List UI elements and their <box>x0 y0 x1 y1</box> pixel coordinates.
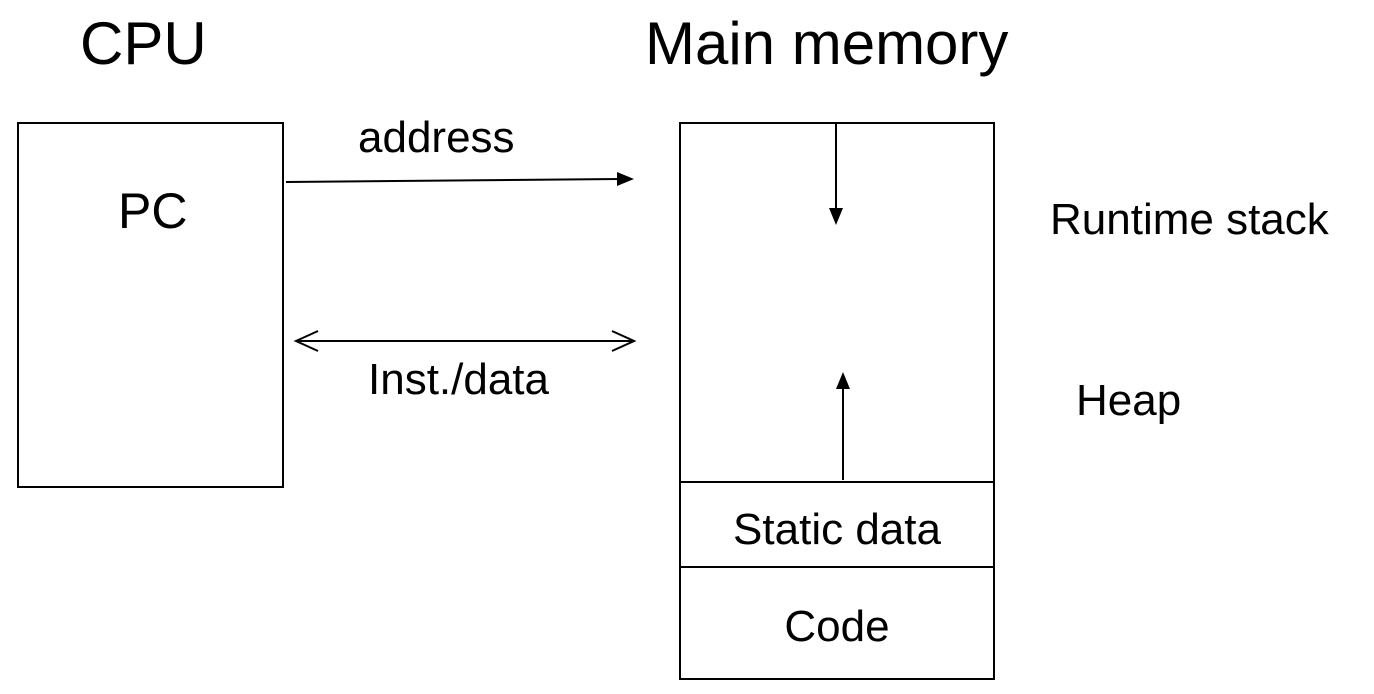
address-bus-label: address <box>358 113 515 162</box>
runtime-stack-label: Runtime stack <box>1050 195 1329 244</box>
inst-data-bus-label: Inst./data <box>368 355 550 404</box>
pc-register-label: PC <box>118 183 188 239</box>
main-memory-box <box>679 122 995 680</box>
code-segment-label: Code <box>784 602 890 651</box>
stack-growth-arrow <box>829 124 843 225</box>
main-memory-title: Main memory <box>645 10 1009 77</box>
static-data-divider <box>679 481 995 483</box>
static-data-segment-label: Static data <box>733 505 941 554</box>
code-divider <box>679 566 995 568</box>
cpu-box <box>17 122 284 488</box>
heap-label: Heap <box>1076 376 1182 425</box>
inst-data-arrow <box>293 330 637 352</box>
cpu-title: CPU <box>80 10 207 77</box>
address-arrow <box>285 172 634 186</box>
heap-growth-arrow <box>836 372 850 480</box>
